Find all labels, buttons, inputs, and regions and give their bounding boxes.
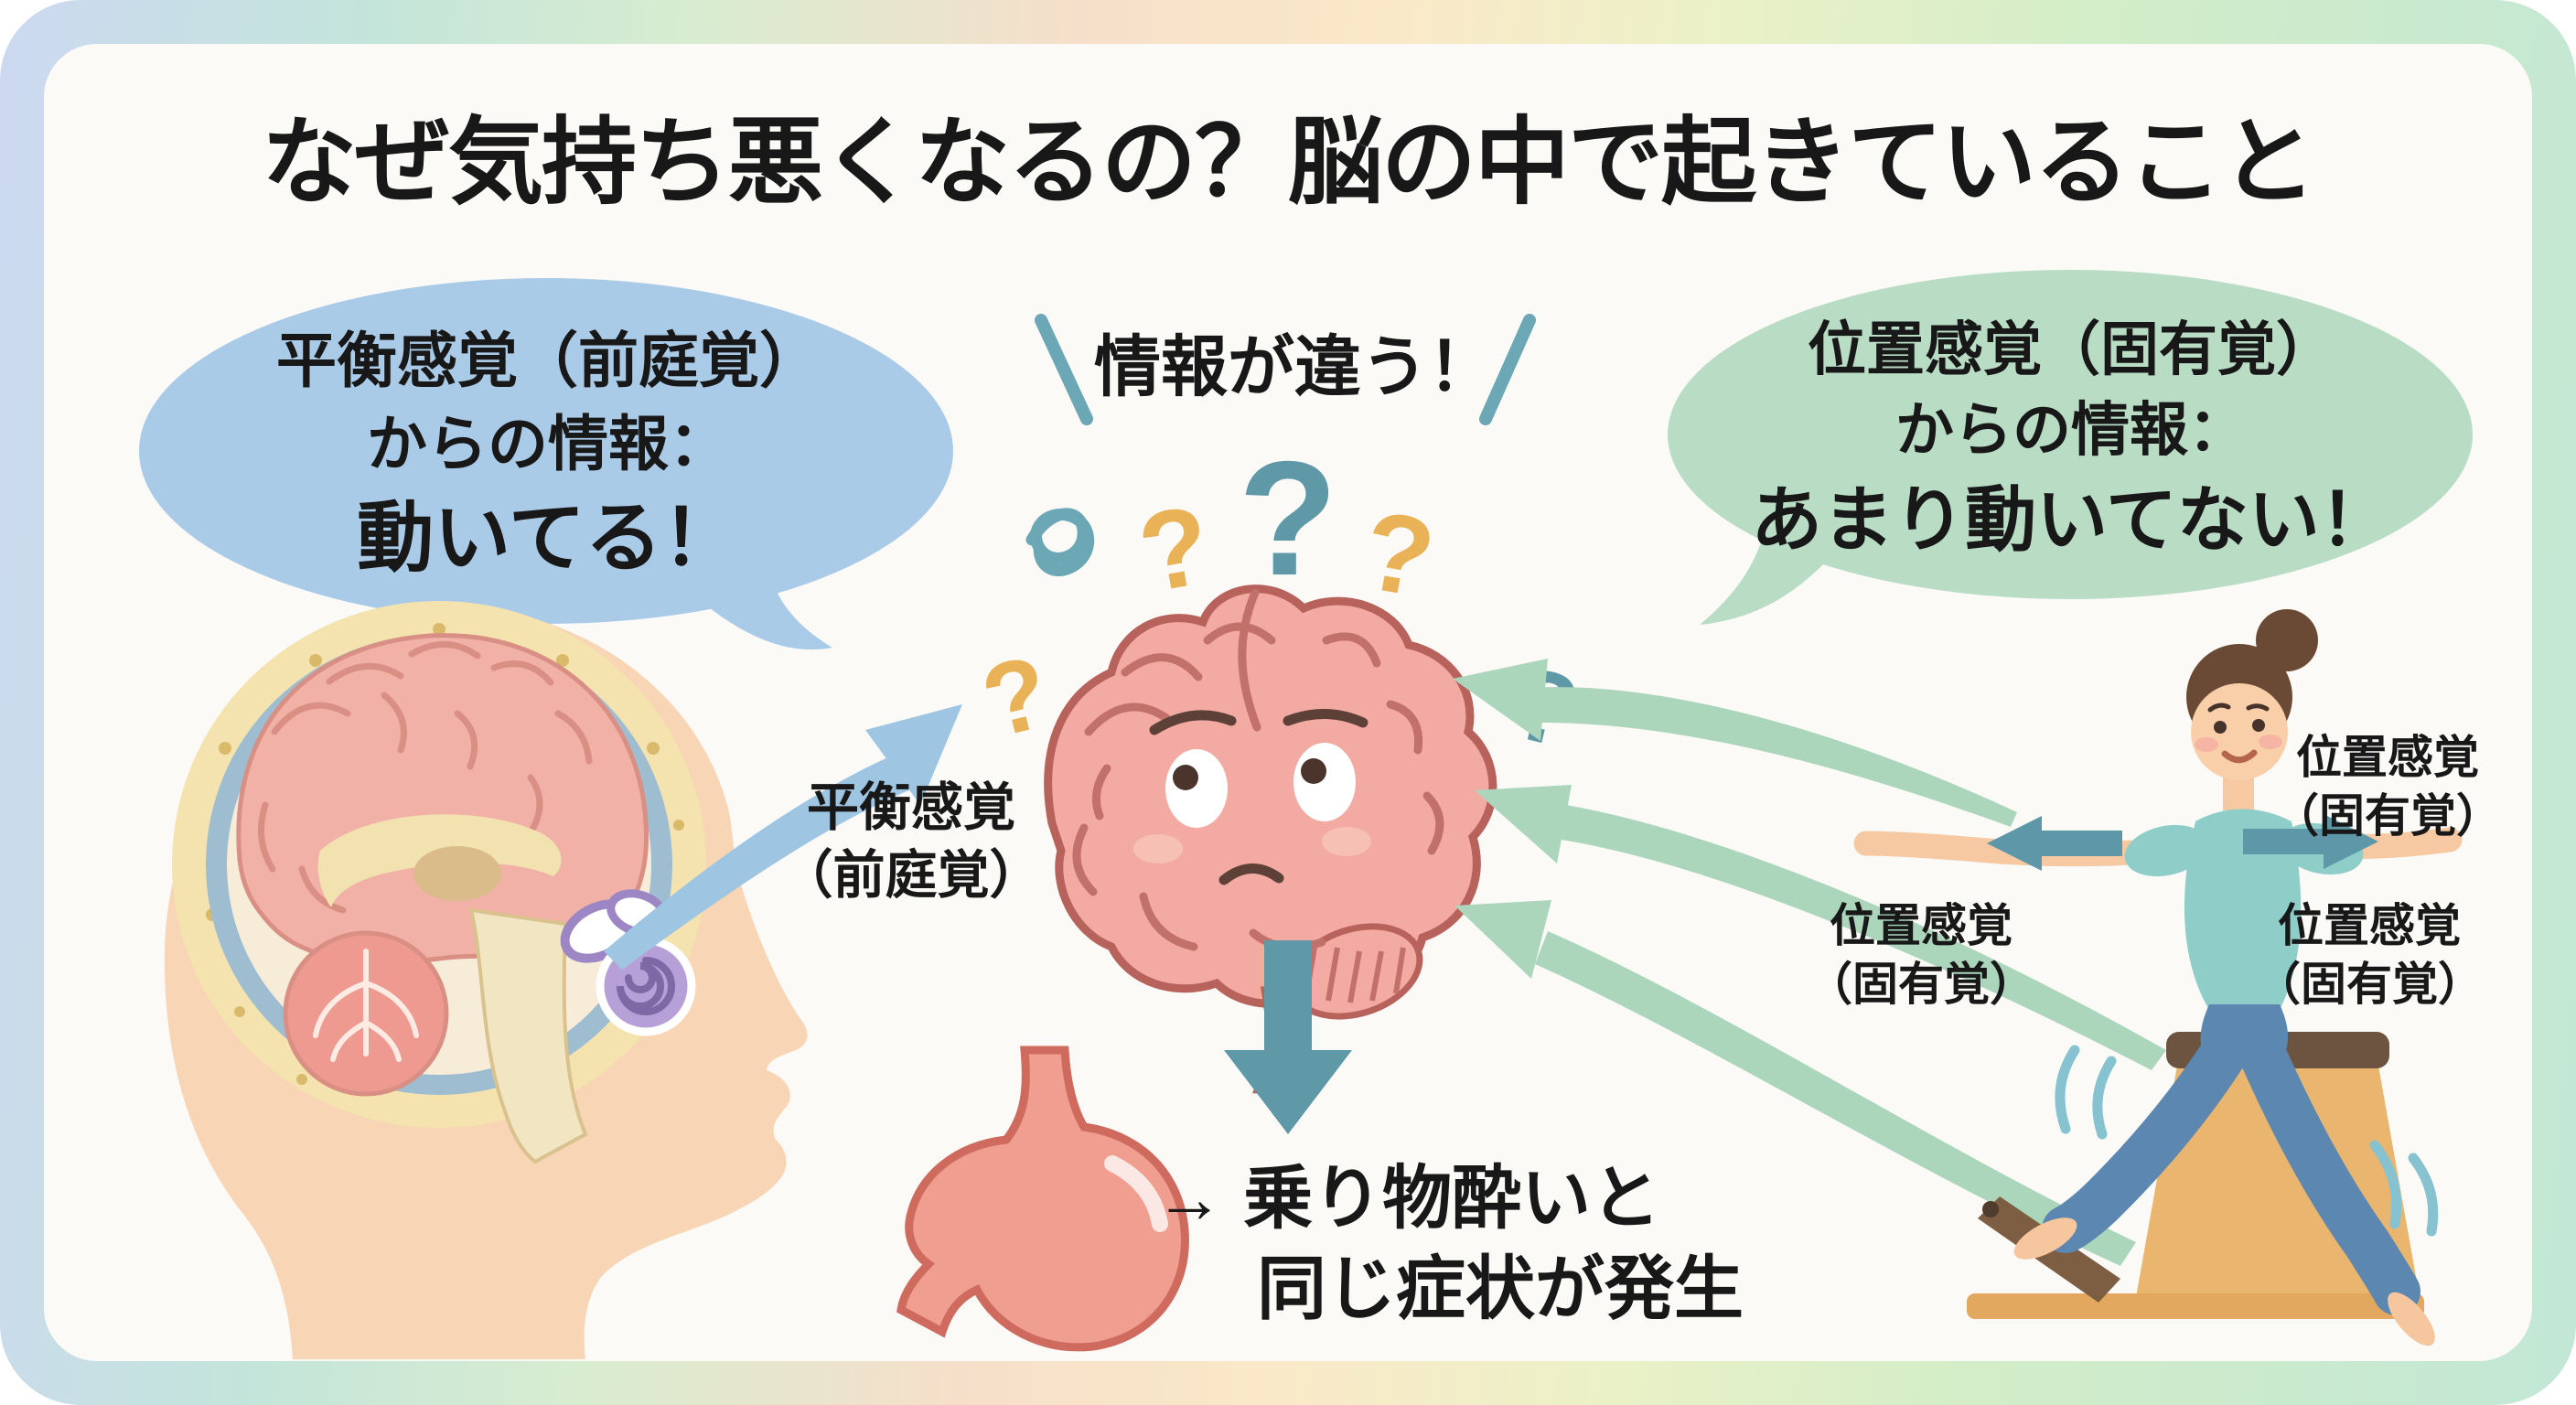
right-eye bbox=[2252, 719, 2265, 732]
right-cheek bbox=[2259, 735, 2282, 749]
vestibular-bubble-line1: 平衡感覚（前庭覚） bbox=[276, 326, 820, 394]
emphasis-slash-icon bbox=[1035, 314, 1536, 425]
proprioception-bubble-text: 位置感覚（固有覚） からの情報： あまり動いてない！ bbox=[1679, 274, 2463, 604]
left-sleeve bbox=[2124, 824, 2208, 877]
left-brow bbox=[2207, 702, 2231, 713]
proprioception-label-bottom-right: 位置感覚 （固有覚） bbox=[2241, 896, 2497, 1014]
proprioception-label-line1: 位置感覚 bbox=[1830, 900, 2012, 951]
left-foot bbox=[2013, 1217, 2077, 1260]
proprioception-label-left: 位置感覚 （固有覚） bbox=[1793, 896, 2049, 1014]
page-title: なぜ気持ち悪くなるの？脳の中で起きていること bbox=[261, 110, 2316, 216]
left-pupil bbox=[1173, 765, 1198, 790]
proprioception-bubble-line1: 位置感覚（固有覚） bbox=[1808, 316, 2334, 382]
proprioception-bubble-line3: あまり動いてない！ bbox=[1751, 478, 2391, 560]
cochlea-spiral bbox=[617, 957, 675, 1015]
woman-on-reformer-illustration bbox=[1853, 609, 2463, 1346]
proprioception-label-line1: 位置感覚 bbox=[2278, 900, 2461, 951]
outcome-text: → 乗り物酔いと 同じ症状が発生 bbox=[1154, 1154, 1744, 1335]
question-mark-icon: ? bbox=[1354, 487, 1443, 621]
right-pupil bbox=[1301, 758, 1326, 784]
brain-gyri bbox=[1072, 588, 1444, 952]
proprioception-label-top-right: 位置感覚 （固有覚） bbox=[2259, 728, 2516, 845]
stomach-icon bbox=[896, 1046, 1189, 1352]
hips bbox=[2200, 1004, 2289, 1068]
cerebrum-gyri bbox=[258, 641, 593, 914]
wobble-arcs bbox=[2055, 1045, 2439, 1237]
right-eyebrow bbox=[1283, 709, 1368, 728]
cerebellum-branches bbox=[313, 949, 419, 1062]
conflict-label: 情報が違う！ bbox=[1094, 330, 1495, 404]
question-mark-icon: ? bbox=[1239, 427, 1338, 609]
stomach-highlight bbox=[1104, 1155, 1168, 1232]
outcome-line1: → 乗り物酔いと bbox=[1154, 1160, 1661, 1238]
proprioception-signal-arrows bbox=[1453, 659, 2166, 1266]
left-eye bbox=[2214, 721, 2227, 734]
right-eye bbox=[1293, 743, 1356, 821]
squiggle-icon bbox=[1025, 508, 1095, 577]
vestibular-bubble-line3: 動いてる！ bbox=[357, 495, 739, 582]
left-arm-arrow-icon bbox=[1987, 816, 2122, 871]
left-blush bbox=[1133, 834, 1183, 863]
head-cross-section-illustration bbox=[164, 601, 808, 1359]
brainstem bbox=[468, 907, 588, 1164]
vestibular-speech-bubble bbox=[139, 278, 953, 650]
right-brow bbox=[2246, 703, 2270, 712]
proprioception-bubble-line2: からの情報： bbox=[1895, 397, 2247, 464]
right-leg bbox=[2238, 1028, 2420, 1315]
vestibular-bubble-line2: からの情報： bbox=[367, 410, 729, 478]
proprioception-label-line2: （固有覚） bbox=[2273, 790, 2502, 842]
vestibular-signal-arrow bbox=[604, 704, 962, 970]
down-arrow-icon bbox=[1224, 940, 1352, 1134]
right-arm-arrow-icon bbox=[2243, 814, 2378, 869]
right-foot bbox=[2388, 1292, 2435, 1346]
left-eyebrow bbox=[1149, 710, 1237, 735]
proprioception-label-line1: 位置感覚 bbox=[2296, 732, 2479, 783]
vestibular-bubble-text: 平衡感覚（前庭覚） からの情報： 動いてる！ bbox=[142, 291, 954, 620]
left-cheek bbox=[2195, 737, 2218, 752]
left-leg bbox=[2042, 1028, 2249, 1253]
question-mark-icon: ? bbox=[1130, 482, 1218, 617]
vestibular-arrow-label-line2: （前庭覚） bbox=[780, 846, 1042, 906]
question-mark-icon: ? bbox=[971, 634, 1060, 760]
right-blush bbox=[1322, 827, 1371, 856]
hair-bun bbox=[2256, 609, 2318, 671]
left-eye bbox=[1165, 749, 1228, 828]
proprioception-label-line2: （固有覚） bbox=[2255, 959, 2484, 1010]
outcome-line2: 同じ症状が発生 bbox=[1257, 1249, 1744, 1328]
proprioception-label-line2: （固有覚） bbox=[1807, 959, 2035, 1010]
shirt-torso bbox=[2184, 809, 2302, 1010]
thalamus bbox=[413, 846, 501, 901]
arm-direction-arrows bbox=[1987, 814, 2378, 871]
vestibular-arrow-label-line1: 平衡感覚 bbox=[807, 778, 1015, 837]
vestibular-arrow-label: 平衡感覚 （前庭覚） bbox=[757, 774, 1065, 909]
proprioception-speech-bubble bbox=[1668, 270, 2473, 625]
brain-face bbox=[1133, 709, 1371, 885]
frown-mouth bbox=[1218, 863, 1284, 885]
woman-figure bbox=[1853, 609, 2463, 1346]
brain-body bbox=[1044, 585, 1497, 1008]
smile bbox=[2221, 749, 2258, 764]
